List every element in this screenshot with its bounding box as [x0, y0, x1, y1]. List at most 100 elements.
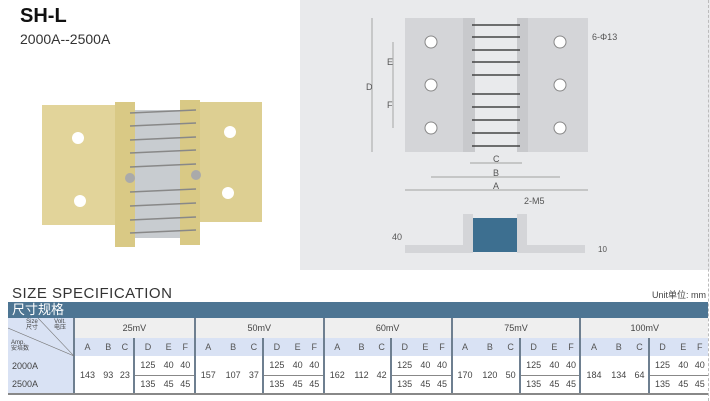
row-label: 2000A: [8, 356, 75, 375]
row-label: 2500A: [8, 375, 75, 395]
cell-def: 45: [176, 375, 196, 395]
col-header-F: F: [305, 338, 325, 356]
dim-label-B: B: [493, 168, 499, 178]
cell-def: 45: [675, 375, 692, 395]
cell-abc: 184: [580, 356, 607, 395]
cell-abc: 120: [477, 356, 503, 395]
col-header-D: D: [520, 338, 547, 356]
cell-def: 135: [648, 375, 676, 395]
col-header-E: E: [289, 338, 306, 356]
voltage-100: 100mV: [580, 318, 708, 338]
cell-def: 45: [562, 375, 582, 395]
corner-volt: Volt.电压: [54, 319, 67, 331]
product-photo: [42, 100, 262, 247]
col-header-F: F: [433, 338, 453, 356]
col-header-C: C: [373, 338, 393, 356]
cell-abc: 64: [631, 356, 650, 395]
cell-def: 40: [562, 356, 582, 376]
cell-def: 40: [305, 356, 325, 376]
cell-def: 135: [134, 375, 161, 395]
dim-label-D: D: [366, 82, 373, 92]
unit-label: Unit单位: mm: [651, 290, 706, 300]
corner-amp: Amp.安培数: [11, 340, 30, 352]
cell-def: 45: [433, 375, 453, 395]
cell-def: 40: [417, 356, 434, 376]
dim-label-C: C: [493, 154, 500, 164]
voltage-25: 25mV: [74, 318, 196, 338]
col-header-D: D: [134, 338, 161, 356]
cell-def: 125: [520, 356, 547, 376]
dim-label-A: A: [493, 181, 499, 191]
voltage-60: 60mV: [323, 318, 453, 338]
col-header-E: E: [417, 338, 434, 356]
cell-def: 135: [520, 375, 547, 395]
col-header-C: C: [116, 338, 136, 356]
model-title: SH-L: [20, 5, 67, 27]
cell-abc: 23: [116, 356, 136, 395]
cell-def: 135: [263, 375, 290, 395]
cell-def: 135: [391, 375, 418, 395]
cell-abc: 93: [100, 356, 117, 395]
cell-abc: 162: [323, 356, 350, 395]
cell-abc: 157: [194, 356, 221, 395]
cell-def: 45: [691, 375, 708, 395]
cell-def: 125: [134, 356, 161, 376]
cell-abc: 42: [373, 356, 393, 395]
cell-def: 40: [160, 356, 177, 376]
col-header-F: F: [691, 338, 708, 356]
page-border: [708, 0, 709, 401]
dimension-drawing: D E F C B A 6-Φ13 2-M5 40 10: [300, 0, 710, 270]
col-header-A: A: [580, 338, 607, 356]
col-header-A: A: [323, 338, 350, 356]
col-header-A: A: [451, 338, 478, 356]
cell-abc: 170: [451, 356, 478, 395]
spec-banner: 尺寸规格: [8, 302, 708, 318]
corner-diagonals: [8, 318, 74, 356]
col-header-F: F: [562, 338, 582, 356]
cell-def: 125: [648, 356, 676, 376]
screw-spec: 2-M5: [524, 196, 545, 206]
cell-def: 45: [160, 375, 177, 395]
col-header-D: D: [391, 338, 418, 356]
col-header-B: B: [477, 338, 503, 356]
cell-def: 40: [289, 356, 306, 376]
voltage-75: 75mV: [451, 318, 582, 338]
cell-def: 40: [675, 356, 692, 376]
cell-def: 40: [433, 356, 453, 376]
cell-abc: 50: [502, 356, 522, 395]
cell-def: 45: [305, 375, 325, 395]
cell-def: 45: [546, 375, 563, 395]
height-dim: 40: [392, 232, 402, 242]
col-header-C: C: [245, 338, 265, 356]
col-header-B: B: [100, 338, 117, 356]
col-header-B: B: [220, 338, 246, 356]
cell-def: 125: [263, 356, 290, 376]
col-header-E: E: [675, 338, 692, 356]
cell-abc: 37: [245, 356, 265, 395]
col-header-E: E: [546, 338, 563, 356]
cell-def: 40: [176, 356, 196, 376]
cell-def: 45: [289, 375, 306, 395]
cell-abc: 134: [606, 356, 632, 395]
col-header-B: B: [349, 338, 374, 356]
spec-title: SIZE SPECIFICATION: [12, 285, 173, 302]
cell-def: 40: [691, 356, 708, 376]
current-range: 2000A--2500A: [20, 31, 111, 47]
cell-def: 125: [391, 356, 418, 376]
cell-def: 40: [546, 356, 563, 376]
hole-spec: 6-Φ13: [592, 32, 617, 42]
col-header-A: A: [194, 338, 221, 356]
cell-def: 45: [417, 375, 434, 395]
col-header-D: D: [263, 338, 290, 356]
thickness-dim: 10: [598, 245, 607, 254]
col-header-A: A: [74, 338, 101, 356]
dim-label-E: E: [387, 57, 393, 67]
dim-label-F: F: [387, 100, 393, 110]
col-header-B: B: [606, 338, 632, 356]
cell-abc: 143: [74, 356, 101, 395]
voltage-50: 50mV: [194, 318, 325, 338]
cell-abc: 112: [349, 356, 374, 395]
